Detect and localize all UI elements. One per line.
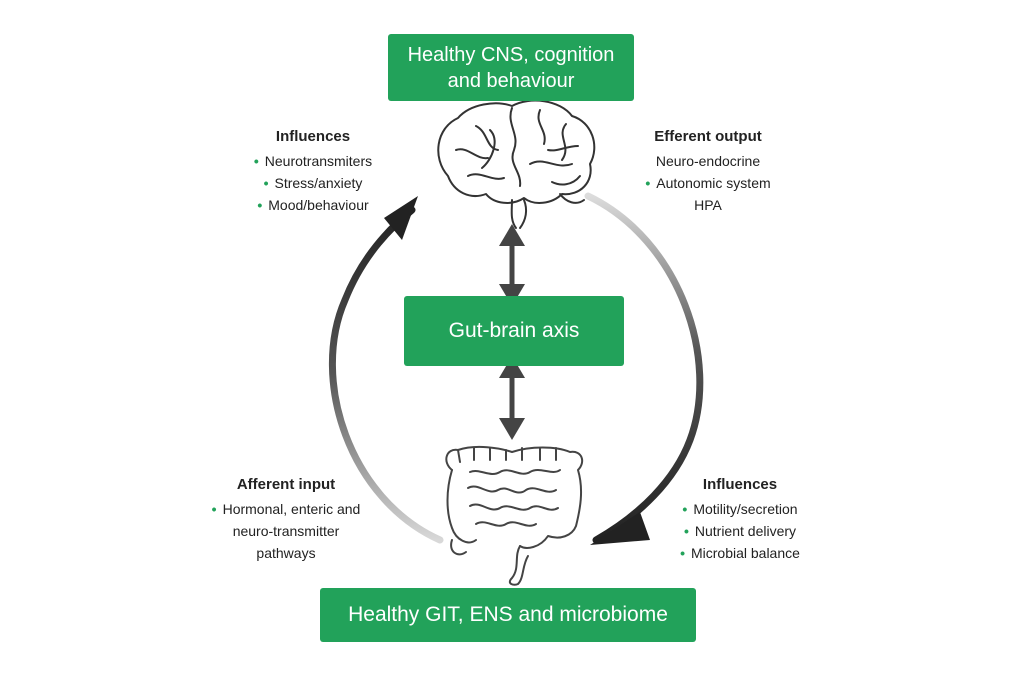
bullet-icon: • bbox=[211, 501, 217, 517]
efferent-output-title: Efferent output bbox=[654, 128, 762, 145]
node-gut-brain-axis: Gut-brain axis bbox=[404, 296, 624, 366]
efferent-output-block: Efferent output Neuro-endocrine •Autonom… bbox=[628, 126, 788, 216]
influences-bottom-title: Influences bbox=[702, 476, 778, 493]
list-item: •Nutrient delivery bbox=[683, 523, 797, 539]
cycle-arrow-right-icon bbox=[584, 192, 704, 545]
bullet-icon: • bbox=[682, 501, 688, 517]
bullet-icon: • bbox=[263, 175, 269, 191]
node-healthy-git-label: Healthy GIT, ENS and microbiome bbox=[348, 603, 668, 626]
brain-icon bbox=[437, 99, 596, 229]
influences-bottom-block: Influences •Motility/secretion •Nutrient… bbox=[660, 474, 820, 564]
node-gut-brain-axis-label: Gut-brain axis bbox=[448, 319, 580, 342]
bullet-icon: • bbox=[257, 197, 263, 213]
node-healthy-git: Healthy GIT, ENS and microbiome bbox=[320, 588, 696, 642]
bidirectional-arrow-upper-icon bbox=[499, 224, 525, 306]
list-item: HPA bbox=[694, 197, 722, 213]
list-item: •Motility/secretion bbox=[682, 501, 798, 517]
intestine-icon bbox=[445, 445, 584, 586]
list-item: •Autonomic system bbox=[645, 175, 771, 191]
afferent-input-block: Afferent input •Hormonal, enteric and ne… bbox=[186, 474, 386, 564]
influences-top-block: Influences •Neurotransmiters •Stress/anx… bbox=[228, 126, 398, 216]
afferent-input-title: Afferent input bbox=[236, 476, 336, 493]
influences-top-title: Influences bbox=[275, 128, 351, 145]
node-healthy-cns-label: Healthy CNS, cognition and behaviour bbox=[407, 43, 615, 92]
bidirectional-arrow-lower-icon bbox=[499, 356, 525, 440]
bullet-icon: • bbox=[680, 545, 685, 561]
bullet-icon: • bbox=[683, 523, 689, 539]
bullet-icon: • bbox=[253, 153, 259, 169]
list-item: neuro-transmitter bbox=[232, 523, 340, 539]
cycle-arrow-left-icon bbox=[329, 196, 444, 544]
bullet-icon: • bbox=[645, 175, 651, 191]
list-item: pathways bbox=[256, 545, 316, 561]
node-healthy-cns: Healthy CNS, cognition and behaviour bbox=[388, 34, 634, 101]
list-item: •Neurotransmiters bbox=[253, 153, 373, 169]
list-item: Neuro-endocrine bbox=[655, 153, 761, 169]
list-item: •Hormonal, enteric and bbox=[211, 501, 361, 517]
list-item: •Mood/behaviour bbox=[257, 197, 369, 213]
list-item: •Microbial balance bbox=[680, 545, 800, 561]
list-item: •Stress/anxiety bbox=[263, 175, 363, 191]
